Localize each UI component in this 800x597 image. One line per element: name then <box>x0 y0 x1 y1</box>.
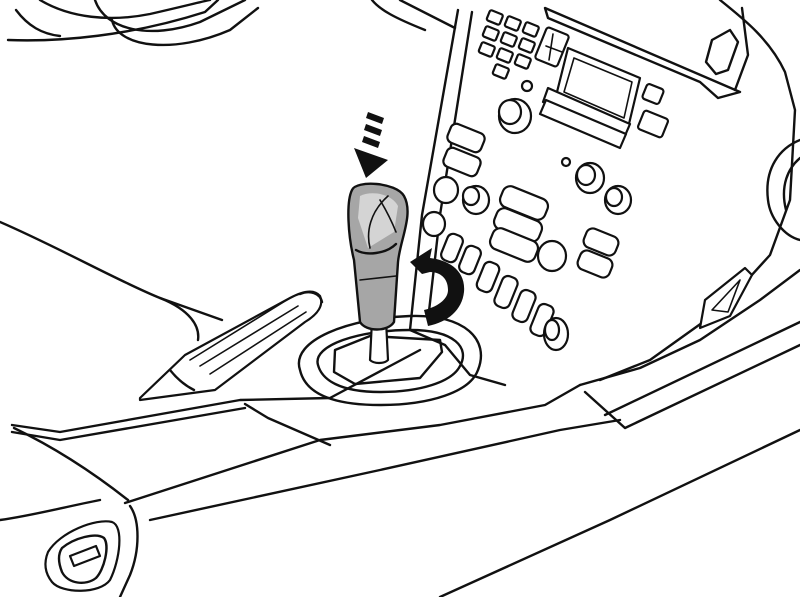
push-down-arrow-icon <box>354 112 388 178</box>
keypad-buttons <box>477 9 570 80</box>
radio-display <box>520 46 669 168</box>
cupholder <box>44 520 121 592</box>
door-handle <box>698 266 754 330</box>
radio-knobs <box>497 97 633 216</box>
seat-edge <box>0 220 224 342</box>
handbrake-lever <box>138 290 324 402</box>
rotate-arrow-icon <box>410 248 465 326</box>
gear-gate <box>297 314 483 407</box>
center-console <box>0 348 800 597</box>
steering-wheel <box>6 0 260 47</box>
dashboard-edge <box>370 0 457 32</box>
gear-knob <box>347 182 409 365</box>
console-buttons <box>421 122 620 352</box>
